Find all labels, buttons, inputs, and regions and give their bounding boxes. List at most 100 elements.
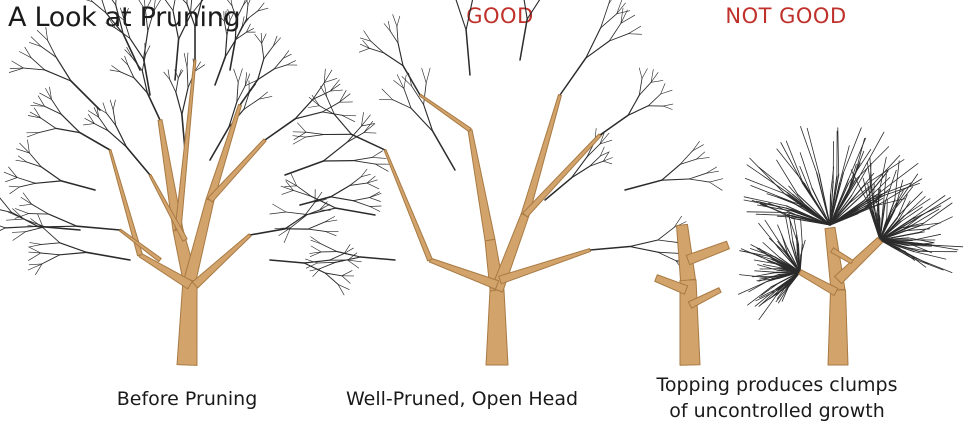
- twig: [123, 7, 129, 21]
- trunk-limb: [174, 59, 197, 231]
- sprout-tip: [907, 242, 932, 254]
- twig: [26, 161, 42, 168]
- twig: [97, 107, 107, 114]
- twig: [705, 170, 719, 174]
- twig: [172, 0, 176, 11]
- twig: [661, 178, 690, 181]
- twig: [627, 105, 649, 116]
- twig: [361, 123, 376, 127]
- sprout-tip: [750, 244, 776, 258]
- twig: [0, 197, 13, 213]
- twig: [657, 251, 677, 262]
- sprout-tip: [846, 163, 857, 196]
- twig: [261, 33, 267, 44]
- twig: [59, 251, 88, 256]
- twig: [341, 114, 357, 117]
- twig: [323, 68, 326, 83]
- twig: [293, 131, 307, 141]
- twig: [343, 247, 354, 254]
- twig: [599, 131, 606, 145]
- twig: [37, 95, 45, 107]
- sprout: [829, 194, 848, 226]
- twig: [650, 69, 654, 83]
- twig: [44, 105, 62, 115]
- sprout-tip: [867, 183, 873, 212]
- twig: [60, 180, 96, 191]
- twig: [369, 197, 381, 202]
- sprout-tip: [863, 187, 891, 210]
- twig: [8, 67, 24, 73]
- trunk-limb: [108, 149, 143, 257]
- twig: [112, 99, 116, 111]
- twig: [22, 192, 33, 205]
- twig: [234, 18, 237, 41]
- twig: [145, 10, 149, 32]
- twig: [396, 25, 399, 44]
- twig: [109, 99, 114, 111]
- trunk-limb: [676, 223, 696, 282]
- sprout: [801, 182, 831, 226]
- sprout-tip: [755, 213, 793, 217]
- twig: [423, 103, 434, 132]
- sprout-tip: [799, 152, 813, 189]
- sprout-tip: [920, 202, 953, 227]
- twig: [600, 3, 610, 29]
- twig: [19, 203, 33, 207]
- twig: [638, 81, 652, 96]
- twig: [523, 0, 528, 20]
- twig: [589, 155, 601, 167]
- sprout-tip: [744, 177, 789, 196]
- sprout-tip: [863, 170, 889, 202]
- twig: [431, 130, 456, 171]
- twig: [236, 85, 246, 103]
- twig: [246, 23, 251, 33]
- twig: [589, 245, 631, 251]
- twig: [333, 113, 352, 135]
- twig: [366, 179, 378, 184]
- twig: [320, 243, 338, 253]
- twig: [608, 0, 610, 5]
- twig: [299, 196, 332, 206]
- twig: [330, 196, 354, 202]
- twig: [329, 253, 345, 261]
- sprout-tip: [850, 169, 868, 203]
- twig: [0, 227, 6, 232]
- sprout-tip: [793, 218, 799, 245]
- twig: [98, 116, 109, 132]
- twig: [349, 182, 368, 186]
- twig: [397, 42, 404, 67]
- sprout-tip: [758, 166, 794, 196]
- sprout: [829, 207, 869, 226]
- twig: [257, 68, 275, 81]
- sprout-tip: [806, 127, 820, 175]
- sprout-tip: [768, 237, 786, 254]
- twig: [296, 185, 312, 197]
- sprout-tip: [920, 243, 959, 251]
- twig: [8, 166, 18, 178]
- twig: [383, 23, 391, 32]
- twig: [363, 123, 375, 133]
- twig: [347, 259, 360, 269]
- twig: [27, 115, 41, 119]
- sprout: [778, 268, 801, 273]
- twig: [264, 118, 297, 141]
- twig: [194, 61, 201, 72]
- sprout: [829, 193, 878, 226]
- twig: [115, 4, 124, 35]
- twig: [23, 67, 46, 71]
- twig: [109, 69, 121, 73]
- twig: [248, 83, 257, 94]
- twig: [55, 127, 81, 134]
- twig: [31, 203, 50, 215]
- twig: [350, 133, 386, 151]
- twig: [620, 9, 628, 24]
- sprout-tip: [762, 242, 781, 259]
- sprout-tip: [784, 213, 791, 243]
- twig: [662, 103, 674, 107]
- twig: [285, 179, 298, 187]
- twig: [329, 79, 340, 92]
- sprout-tip: [910, 205, 942, 221]
- twig: [14, 208, 30, 214]
- sprout: [879, 212, 902, 241]
- sprout-tip: [766, 193, 800, 205]
